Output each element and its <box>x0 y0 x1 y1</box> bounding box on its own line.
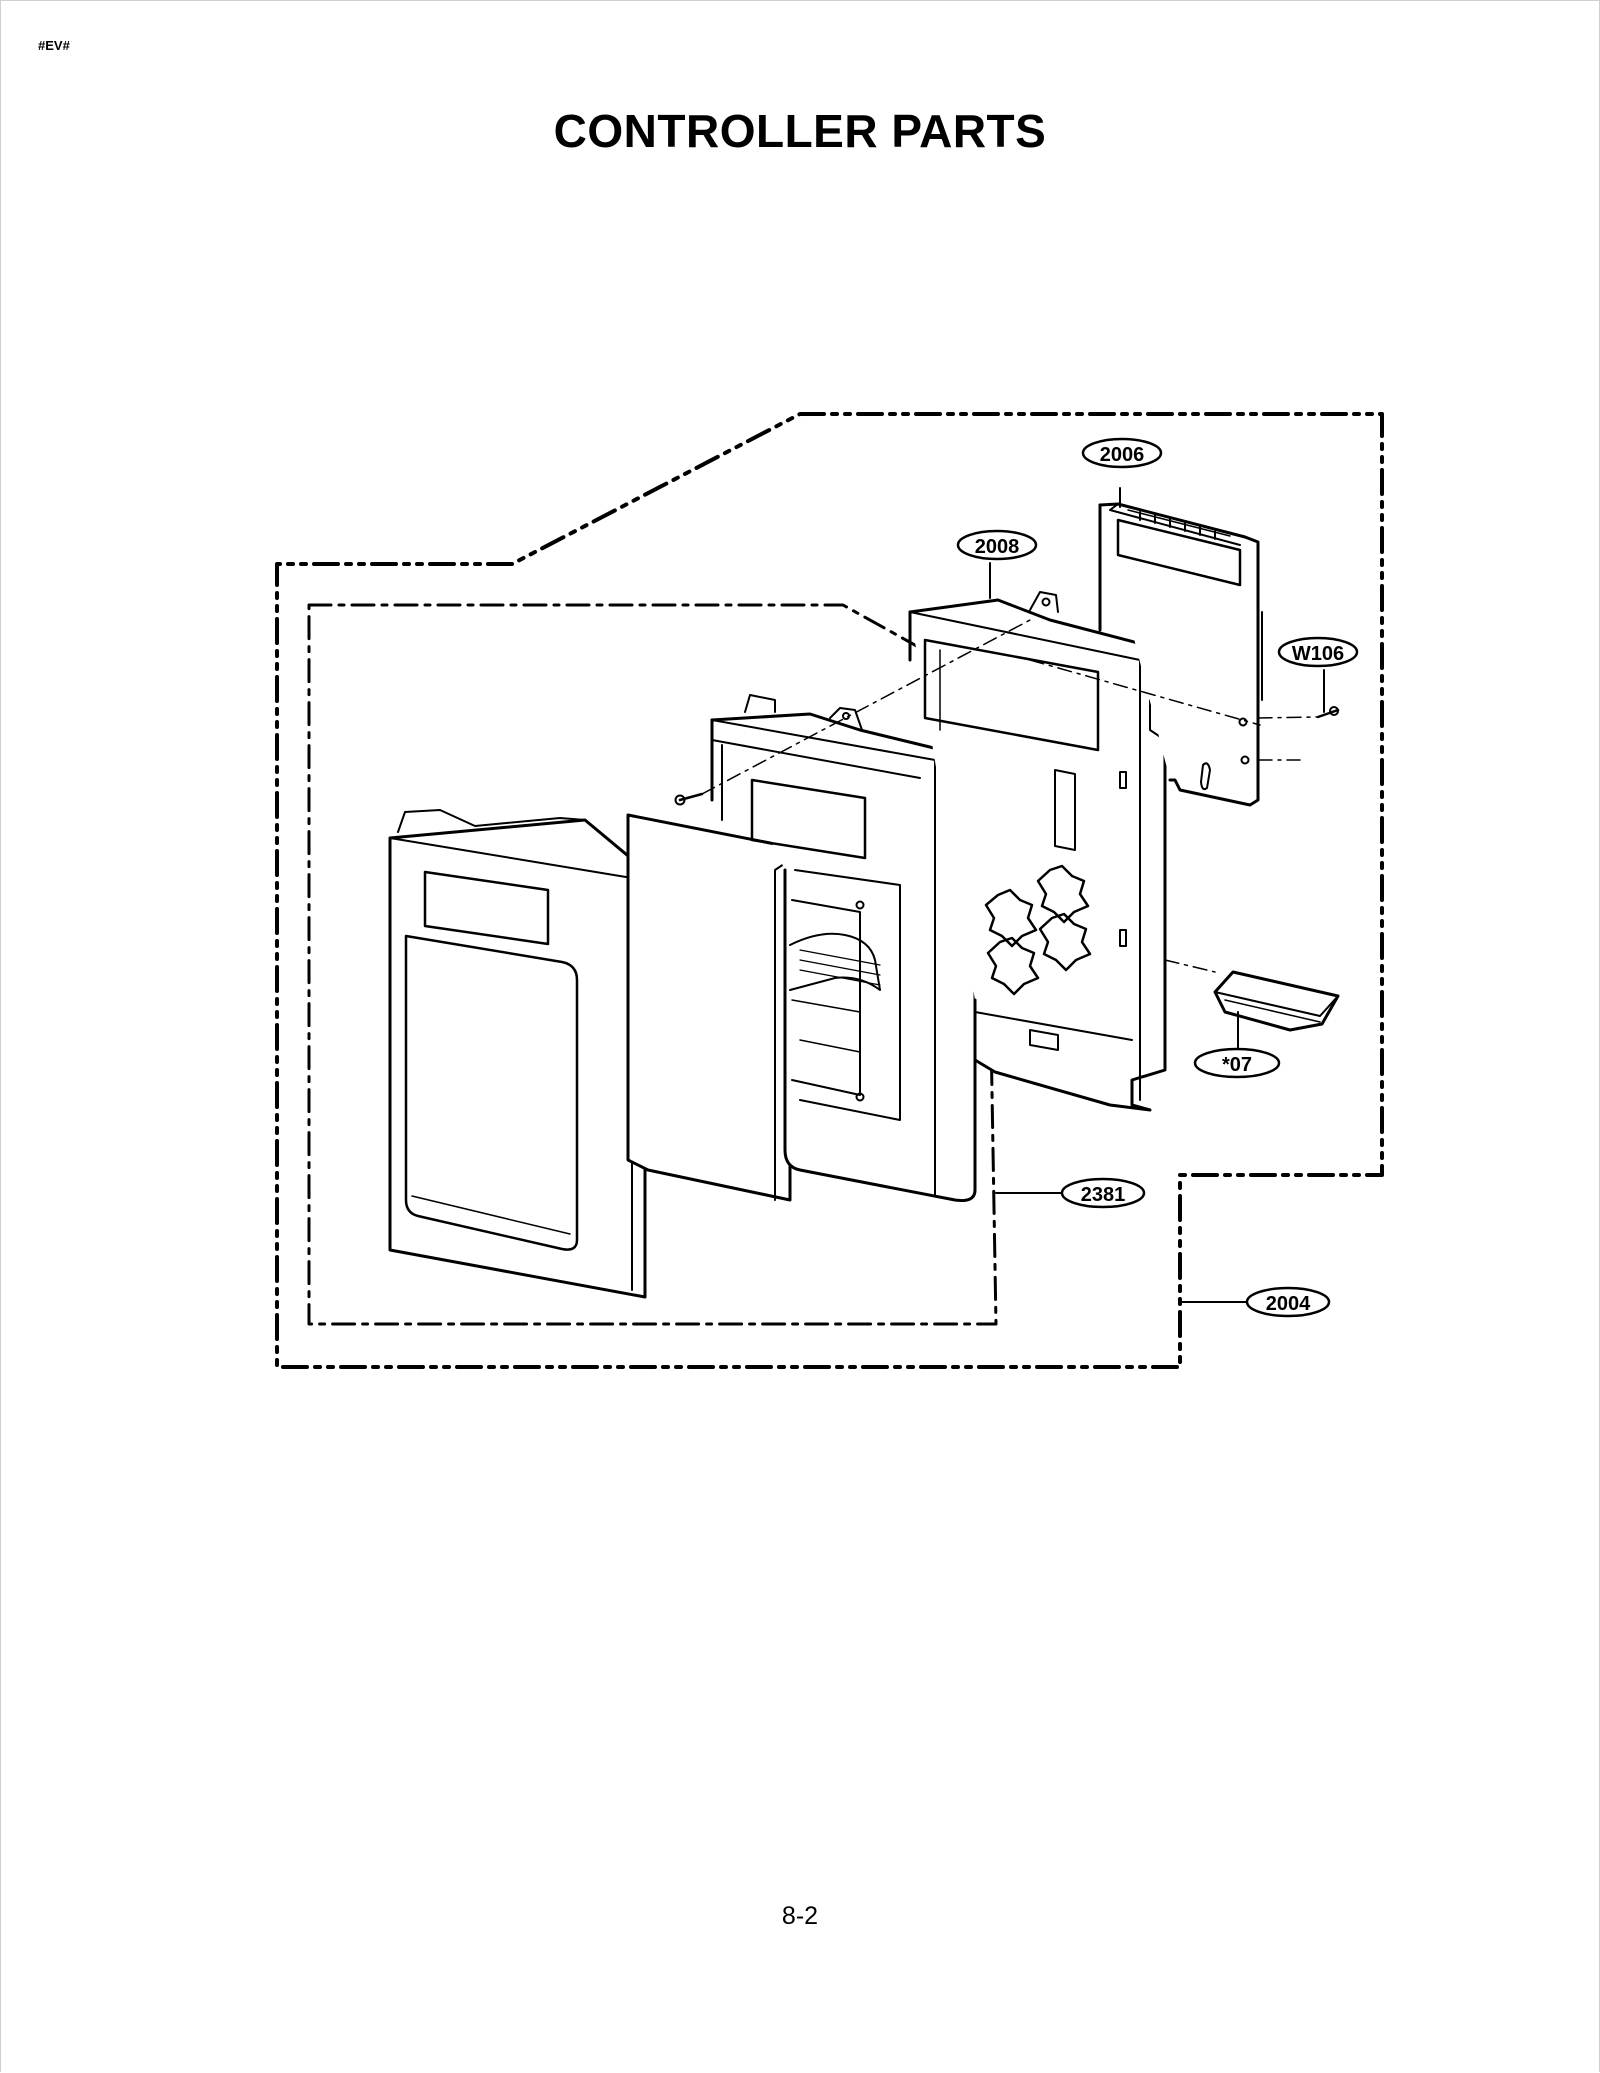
screw-w106 <box>1316 706 1340 719</box>
assembly-boundary-2381 <box>307 603 998 1326</box>
callout-07: *07 <box>1193 1047 1281 1079</box>
part-07 <box>1213 970 1340 1032</box>
svg-text:W106: W106 <box>1292 643 1344 665</box>
assembly-boundary-2004 <box>275 412 1384 1369</box>
alignment-line <box>1029 659 1261 726</box>
callout-2008: 2008 <box>956 529 1038 561</box>
svg-text:*07: *07 <box>1222 1054 1252 1076</box>
alignment-line <box>1257 716 1319 719</box>
svg-text:2006: 2006 <box>1100 444 1145 466</box>
keypad-frame <box>674 694 977 1202</box>
callout-2006: 2006 <box>1081 437 1163 469</box>
alignment-line <box>701 619 1031 795</box>
svg-text:2381: 2381 <box>1081 1184 1126 1206</box>
page-title: CONTROLLER PARTS <box>553 105 1047 157</box>
svg-text:2008: 2008 <box>975 536 1020 558</box>
callout-2004: 2004 <box>1245 1286 1331 1318</box>
callout-w106: W106 <box>1277 636 1359 668</box>
page-number: 8-2 <box>781 1902 819 1930</box>
doc-code: #EV# <box>38 38 70 53</box>
svg-text:2004: 2004 <box>1266 1293 1311 1315</box>
pcb-2006 <box>1098 502 1263 807</box>
alignment-line <box>1164 959 1216 973</box>
membrane-sheet <box>626 813 792 1202</box>
callout-2381: 2381 <box>1060 1177 1146 1209</box>
front-panel <box>388 809 647 1299</box>
